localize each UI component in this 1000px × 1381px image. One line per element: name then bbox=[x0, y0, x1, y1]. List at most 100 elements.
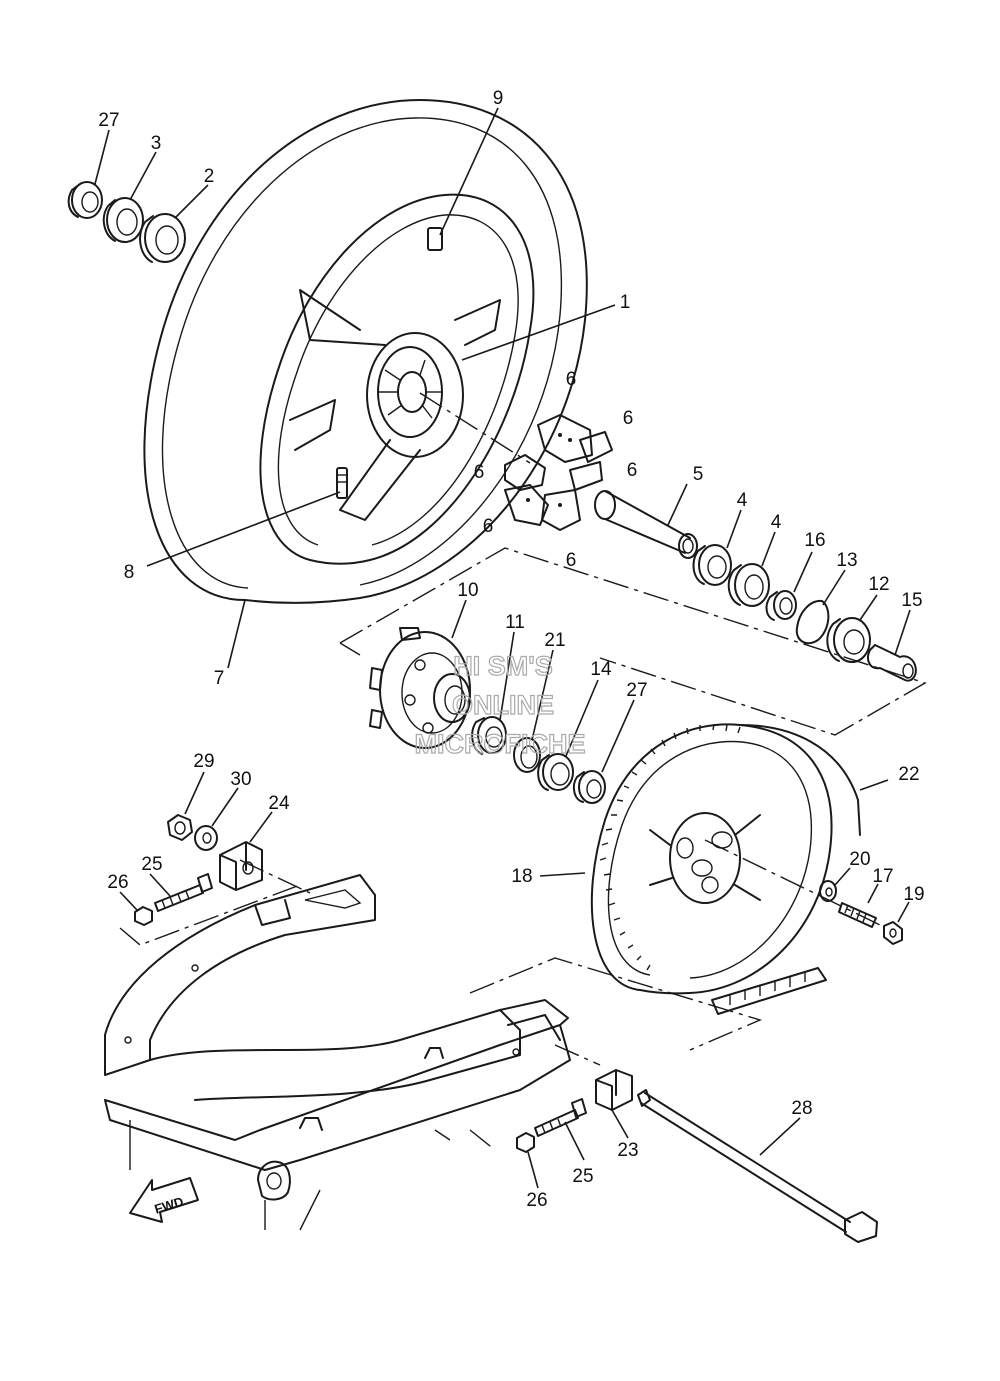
rear-axle-28[interactable] bbox=[637, 1089, 878, 1243]
bearing-4a bbox=[698, 544, 732, 586]
callout-30: 30 bbox=[230, 769, 251, 790]
callout-25: 25 bbox=[141, 854, 162, 875]
oil-seal-3 bbox=[106, 197, 144, 243]
callout-15: 15 bbox=[901, 590, 922, 611]
circlip-13 bbox=[795, 599, 830, 645]
damper-right-top bbox=[579, 431, 613, 463]
wheel-hub-outer bbox=[366, 332, 464, 458]
watermark-line-2: ONLINE bbox=[452, 690, 554, 720]
swingarm-cross-member bbox=[149, 1009, 521, 1101]
spoke-left bbox=[289, 399, 336, 451]
callout-26: 26 bbox=[107, 872, 128, 893]
adjuster-block-23 bbox=[595, 1069, 633, 1111]
rim-inner bbox=[277, 214, 519, 546]
bearing-11 bbox=[477, 716, 507, 754]
callout-10: 10 bbox=[457, 580, 478, 601]
callout-3: 3 bbox=[151, 133, 162, 154]
nut-26b bbox=[516, 1132, 535, 1153]
bolt-25b bbox=[534, 1109, 579, 1137]
drive-belt-22 bbox=[739, 724, 861, 836]
callout-13: 13 bbox=[836, 550, 857, 571]
fwd-label: FWD bbox=[153, 1194, 186, 1217]
nut-26a bbox=[134, 906, 153, 926]
swingarm-pivot bbox=[257, 1160, 291, 1201]
balance-weight bbox=[427, 227, 443, 251]
collar-5[interactable] bbox=[594, 490, 698, 559]
collar-27b bbox=[578, 770, 606, 804]
callout-6: 6 bbox=[566, 369, 577, 390]
bearing-12 bbox=[833, 617, 871, 663]
washer-20 bbox=[819, 880, 837, 902]
damper-top bbox=[537, 414, 593, 463]
bearing-4b bbox=[734, 563, 770, 607]
callout-6: 6 bbox=[566, 550, 577, 571]
callout-29: 29 bbox=[193, 751, 214, 772]
swingarm-lower-arm bbox=[104, 1024, 571, 1171]
hub-damper-set[interactable] bbox=[504, 414, 613, 531]
driven-hub-assembly[interactable] bbox=[369, 627, 606, 804]
callout-12: 12 bbox=[868, 574, 889, 595]
watermark-line-3: MICROFICHE bbox=[415, 729, 586, 759]
rear-wheel-assembly[interactable] bbox=[143, 99, 588, 604]
callout-24: 24 bbox=[268, 793, 290, 814]
callout-6: 6 bbox=[627, 460, 638, 481]
nut-29 bbox=[167, 814, 193, 841]
bearing-2 bbox=[144, 213, 186, 263]
damper-bottom-left bbox=[504, 484, 549, 526]
right-bearing-stack[interactable] bbox=[692, 544, 917, 682]
collar-27 bbox=[71, 181, 103, 219]
tire-outline bbox=[143, 99, 588, 604]
right-chain-adjuster[interactable] bbox=[516, 1069, 633, 1153]
phantom-lines bbox=[119, 392, 927, 1151]
left-chain-adjuster[interactable] bbox=[134, 814, 263, 926]
callout-27: 27 bbox=[626, 680, 647, 701]
callout-27: 27 bbox=[98, 110, 119, 131]
swingarm[interactable] bbox=[104, 874, 571, 1231]
swingarm-upper-arm bbox=[104, 874, 376, 1061]
callout-26: 26 bbox=[526, 1190, 547, 1211]
callout-6: 6 bbox=[483, 516, 494, 537]
bolt-25a bbox=[154, 884, 204, 912]
rear-pulley-assembly[interactable] bbox=[590, 723, 861, 1015]
callout-9: 9 bbox=[493, 88, 504, 109]
callout-25: 25 bbox=[572, 1166, 593, 1187]
leader-lines bbox=[94, 107, 911, 1189]
callout-20: 20 bbox=[849, 849, 870, 870]
spoke-lower bbox=[339, 439, 421, 521]
damper-bottom bbox=[541, 489, 581, 531]
spoke-upper bbox=[299, 289, 386, 346]
tire-tread-edge bbox=[161, 117, 562, 589]
callout-6: 6 bbox=[474, 462, 485, 483]
belt-tail bbox=[711, 967, 827, 1015]
stud-bolt-17 bbox=[838, 902, 877, 928]
callout-4: 4 bbox=[771, 512, 782, 533]
spacer-16 bbox=[773, 590, 797, 620]
callout-17: 17 bbox=[872, 866, 893, 887]
watermark: HI SM'S ONLINE MICROFICHE bbox=[414, 650, 586, 759]
left-bearing-set[interactable] bbox=[67, 181, 186, 263]
adjuster-block-24 bbox=[219, 841, 263, 891]
callout-18: 18 bbox=[511, 866, 532, 887]
damper-right bbox=[569, 461, 603, 491]
callout-22: 22 bbox=[898, 764, 919, 785]
callout-21: 21 bbox=[544, 630, 565, 651]
callout-1: 1 bbox=[620, 292, 631, 313]
callout-6: 6 bbox=[623, 408, 634, 429]
wheel-hub-bore bbox=[397, 371, 427, 413]
collar-15 bbox=[867, 644, 917, 682]
callout-19: 19 bbox=[903, 884, 924, 905]
callout-11: 11 bbox=[505, 612, 525, 633]
oil-seal-14 bbox=[542, 753, 574, 791]
damper-left bbox=[504, 454, 546, 491]
spoke-right bbox=[454, 299, 501, 346]
callout-4: 4 bbox=[737, 490, 748, 511]
valve-stem bbox=[336, 467, 348, 499]
callout-2: 2 bbox=[204, 166, 215, 187]
callout-28: 28 bbox=[791, 1098, 812, 1119]
pulley-fasteners[interactable] bbox=[819, 880, 903, 945]
callout-5: 5 bbox=[693, 464, 704, 485]
circlip-21 bbox=[513, 737, 541, 773]
callout-14: 14 bbox=[590, 659, 612, 680]
callout-7: 7 bbox=[214, 668, 225, 689]
